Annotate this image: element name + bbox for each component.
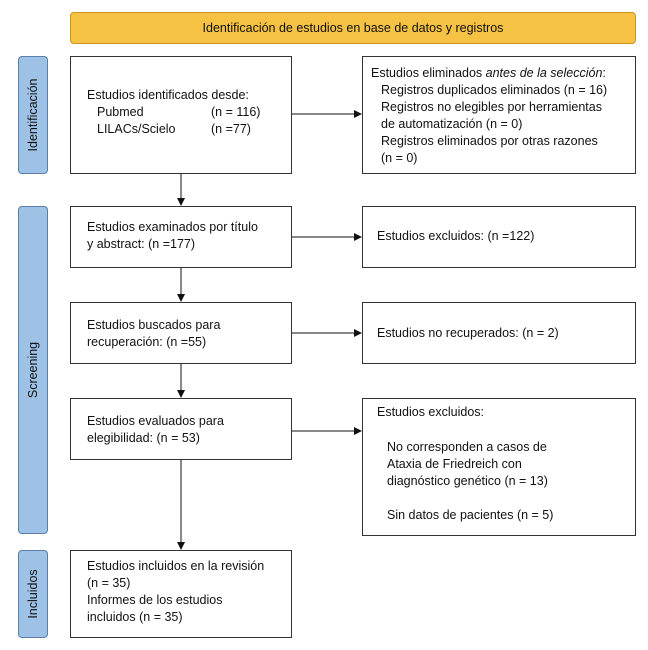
sought-box: Estudios buscados para recuperación: (n … — [70, 302, 292, 364]
excluded1-text: Estudios excluidos: (n =122) — [377, 229, 535, 243]
phase-identification: Identificación — [18, 56, 48, 174]
excluded2-title: Estudios excluidos: — [377, 405, 485, 419]
excluded2-reason1-line: diagnóstico genético (n = 13) — [387, 474, 548, 488]
excluded1-box: Estudios excluidos: (n =122) — [362, 206, 636, 268]
removed-item: Registros duplicados eliminados (n = 16) — [381, 83, 608, 97]
removed-label-prefix: Estudios eliminados — [371, 66, 486, 80]
removed-item: de automatización (n = 0) — [381, 117, 523, 131]
screened-box: Estudios examinados por título y abstrac… — [70, 206, 292, 268]
assessed-line2: elegibilidad: (n = 53) — [87, 431, 200, 445]
included-line: Estudios incluidos en la revisión — [87, 559, 265, 573]
excluded2-reason2: Sin datos de pacientes (n = 5) — [387, 508, 554, 522]
screened-line2: y abstract: (n =177) — [87, 237, 196, 251]
sought-line1: Estudios buscados para — [87, 318, 221, 332]
included-line: Informes de los estudios — [87, 593, 223, 607]
included-line: (n = 35) — [87, 576, 131, 590]
not-retrieved-text: Estudios no recuperados: (n = 2) — [377, 326, 559, 340]
phase-included: Incluidos — [18, 550, 48, 638]
source-row: Pubmed (n = 116) — [87, 104, 291, 121]
identified-box: Estudios identificados desde: Pubmed (n … — [70, 56, 292, 174]
included-line: incluidos (n = 35) — [87, 610, 183, 624]
removed-label-suffix: : — [602, 66, 606, 80]
excluded2-reason1-line: No corresponden a casos de — [387, 440, 547, 454]
removed-box: Estudios eliminados antes de la selecció… — [362, 56, 636, 174]
phase-screening: Screening — [18, 206, 48, 534]
source-row: LILACs/Scielo (n =77) — [87, 121, 291, 138]
source-name: Pubmed — [97, 105, 144, 119]
removed-item: (n = 0) — [381, 151, 418, 165]
removed-item: Registros eliminados por otras razones — [381, 134, 598, 148]
included-box: Estudios incluidos en la revisión (n = 3… — [70, 550, 292, 638]
not-retrieved-box: Estudios no recuperados: (n = 2) — [362, 302, 636, 364]
identified-label: Estudios identificados desde: — [87, 88, 249, 102]
removed-label: Estudios eliminados antes de la selecció… — [371, 65, 635, 82]
header-banner: Identificación de estudios en base de da… — [70, 12, 636, 44]
source-name: LILACs/Scielo — [97, 122, 176, 136]
screened-line1: Estudios examinados por título — [87, 220, 258, 234]
assessed-box: Estudios evaluados para elegibilidad: (n… — [70, 398, 292, 460]
assessed-line1: Estudios evaluados para — [87, 414, 224, 428]
header-title: Identificación de estudios en base de da… — [202, 21, 504, 35]
source-count: (n = 116) — [211, 105, 261, 119]
removed-item: Registros no elegibles por herramientas — [381, 100, 602, 114]
sought-line2: recuperación: (n =55) — [87, 335, 207, 349]
excluded2-box: Estudios excluidos: No corresponden a ca… — [362, 398, 636, 536]
removed-label-italic: antes de la selección — [485, 66, 603, 80]
excluded2-reason1-line: Ataxia de Friedreich con — [387, 457, 522, 471]
source-count: (n =77) — [211, 122, 251, 136]
